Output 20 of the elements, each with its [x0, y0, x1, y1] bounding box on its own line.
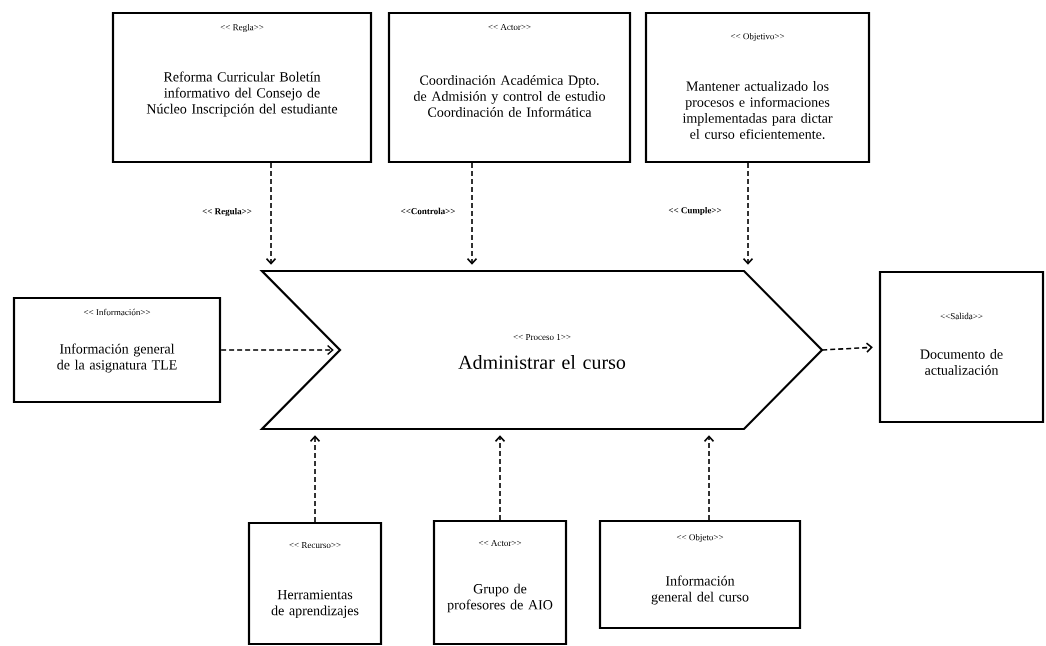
process-box: <<Salida>> Documento de actualización: [878, 270, 1045, 424]
edge-label: << Regula>>: [201, 206, 253, 218]
process-chevron: << Proceso 1>> Administrar el curso: [259, 269, 824, 431]
process-box: << Actor>> Grupo de profesores de AIO: [432, 519, 568, 646]
arrow: [742, 162, 754, 265]
arrow: [466, 162, 478, 265]
edge-label: <<Controla>>: [399, 206, 457, 216]
arrow: [821, 342, 873, 353]
data-parallelogram: << Información>> Información general de la asignatura TLE: [12, 296, 222, 404]
process-box: << Objetivo>> Mantener actualizado los procesos e informaciones implementadas para dictar el curso eficientemente.: [644, 11, 871, 164]
arrow: [309, 435, 321, 523]
arrow: [703, 435, 715, 521]
edge-label: << Cumple>>: [667, 205, 723, 217]
arrow: [494, 435, 506, 521]
arrow: [220, 344, 334, 356]
arrow: [265, 162, 277, 265]
process-box: << Recurso>> Herramientas de aprendizajes: [247, 521, 383, 646]
process-box: << Regla>> Reforma Curricular Boletín informativo del Consejo de Núcleo Inscripción del estudiante: [111, 11, 373, 164]
data-parallelogram: << Objeto>> Información general del curso: [598, 519, 802, 630]
process-box: << Actor>> Coordinación Académica Dpto. de Admisión y control de estudio Coordinación de Informática: [387, 11, 632, 164]
